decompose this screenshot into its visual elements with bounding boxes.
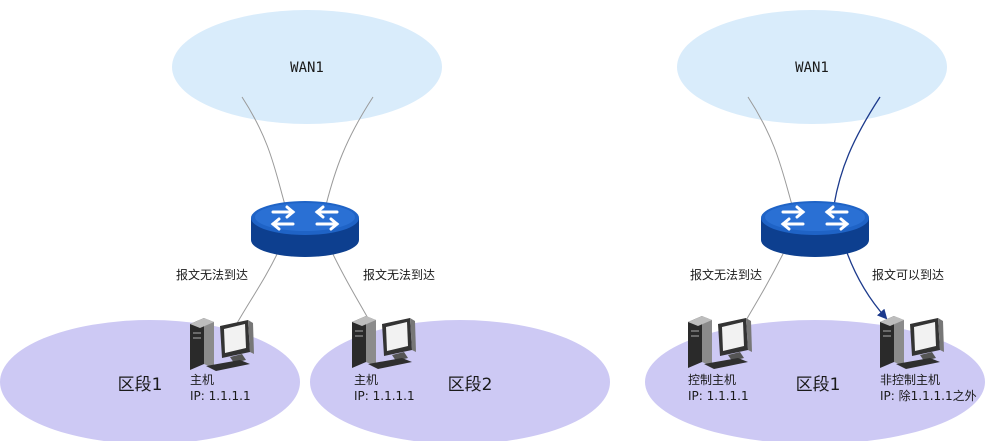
downlink-left	[235, 247, 281, 326]
uplink-left	[747, 96, 793, 206]
wan-cloud	[172, 10, 442, 124]
uplink-left	[241, 96, 286, 206]
downlink-right	[329, 247, 371, 323]
router-icon	[249, 199, 361, 259]
downlink-left	[744, 247, 787, 323]
host-2-ip: IP: 1.1.1.1	[354, 389, 415, 403]
msg-reachable: 报文可以到达	[872, 267, 944, 282]
msg-unreachable-right: 报文无法到达	[363, 267, 435, 282]
non-control-host-name: 非控制主机	[880, 373, 940, 387]
non-control-host-ip: IP: 除1.1.1.1之外	[880, 388, 977, 403]
control-host-ip: IP: 1.1.1.1	[688, 389, 749, 403]
downlink-reachable	[845, 249, 888, 320]
segment-2-label: 区段2	[448, 375, 493, 395]
uplink-reachable	[833, 96, 881, 206]
msg-unreachable: 报文无法到达	[690, 267, 762, 282]
left-scenario: WAN1 报文无法到达 报文无法到达 区段1 区段2 主机 IP: 1.1.1.…	[0, 10, 610, 441]
right-scenario: WAN1 报文无法到达 报文可以到达 区段1 控制主机 IP: 1.1.1.1 …	[645, 10, 985, 441]
host-2-name: 主机	[354, 373, 378, 387]
wan-label: WAN1	[290, 60, 324, 76]
host-1-ip: IP: 1.1.1.1	[190, 389, 251, 403]
router-icon	[759, 199, 871, 259]
msg-unreachable-left: 报文无法到达	[176, 267, 248, 282]
uplink-right	[325, 96, 374, 206]
host-1-name: 主机	[190, 373, 214, 387]
control-host-name: 控制主机	[688, 373, 736, 387]
wan-label: WAN1	[795, 60, 829, 76]
segment-1-label: 区段1	[118, 375, 163, 395]
wan-cloud	[677, 10, 947, 124]
segment-1-label: 区段1	[796, 375, 841, 395]
